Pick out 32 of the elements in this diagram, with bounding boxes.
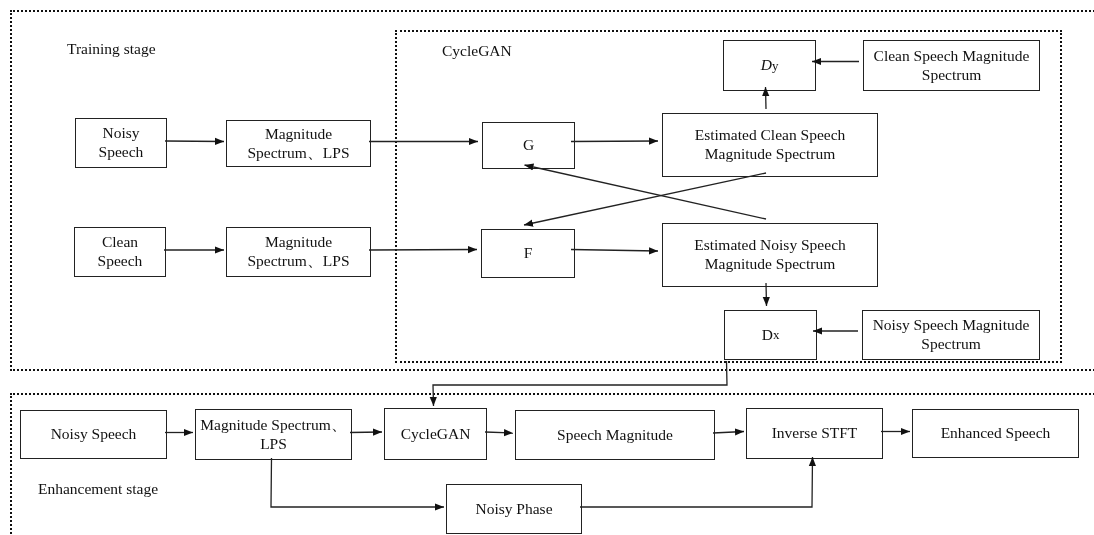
arrow: [523, 163, 767, 220]
arrow: [570, 137, 659, 145]
arrow: [570, 247, 659, 255]
process-box: Speech Magnitude: [515, 410, 715, 460]
process-box: Estimated Noisy Speech Magnitude Spectrum: [662, 223, 878, 287]
process-box: Inverse STFT: [746, 408, 883, 459]
arrow: [429, 360, 728, 407]
arrow: [523, 172, 767, 227]
arrow: [812, 327, 859, 335]
process-box: Clean Speech Magnitude Spectrum: [863, 40, 1040, 91]
process-box: Magnitude Spectrum、LPS: [226, 227, 371, 277]
frame-label: Training stage: [67, 40, 156, 58]
process-box: G: [482, 122, 575, 169]
process-box: Noisy Speech: [75, 118, 167, 168]
group-frame: [395, 30, 1062, 363]
process-box: CycleGAN: [384, 408, 487, 460]
arrow: [762, 86, 770, 110]
process-box: Clean Speech: [74, 227, 166, 277]
frame-label: CycleGAN: [442, 42, 512, 60]
process-box: Noisy Phase: [446, 484, 582, 534]
frame-label: Enhancement stage: [38, 480, 159, 498]
process-box: Noisy Speech: [20, 410, 167, 459]
process-box: Magnitude Spectrum、LPS: [226, 120, 371, 167]
process-box: Magnitude Spectrum、LPS: [195, 409, 352, 460]
arrow: [811, 57, 860, 66]
stage-frame: [10, 393, 1094, 535]
process-box: Estimated Clean Speech Magnitude Spectrum: [662, 113, 878, 177]
process-box: Enhanced Speech: [912, 409, 1079, 458]
process-box: F: [481, 229, 575, 278]
stage-frame: [10, 10, 1094, 371]
arrow: [762, 282, 770, 307]
process-box: Noisy Speech Magnitude Spectrum: [862, 310, 1040, 360]
